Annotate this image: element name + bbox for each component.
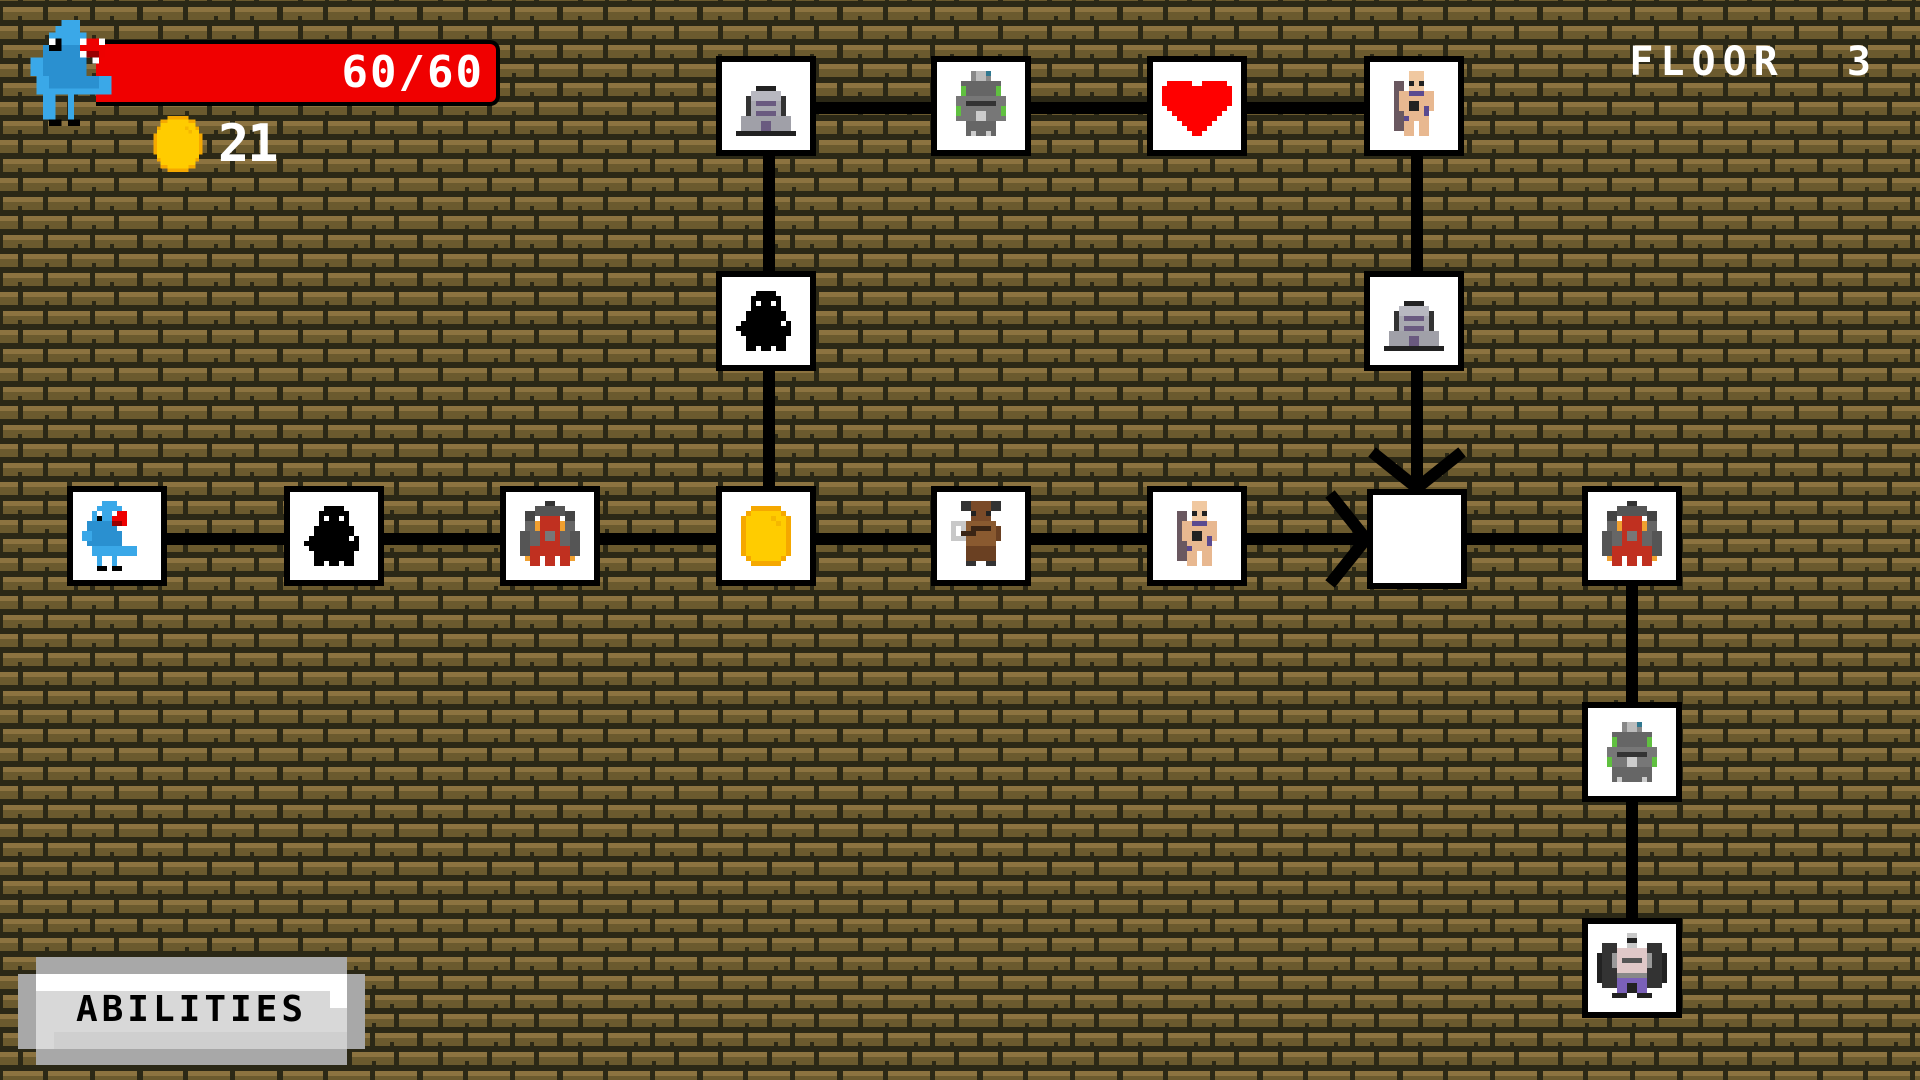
mossy-stone-golem-icon bbox=[1607, 722, 1657, 782]
winged-gargoyle-boss-icon bbox=[1597, 933, 1667, 998]
map-node-bald-brute-1[interactable] bbox=[1147, 486, 1247, 586]
abilities-button[interactable]: ABILITIES bbox=[18, 957, 365, 1065]
blue-shark-dino-icon bbox=[82, 501, 137, 571]
fire-demon-icon bbox=[1602, 501, 1662, 566]
map-node-current-position[interactable] bbox=[1367, 489, 1467, 589]
map-node-gray-golem-1[interactable] bbox=[716, 56, 816, 156]
abilities-label: ABILITIES bbox=[75, 989, 308, 1030]
gray-hooded-golem-icon bbox=[736, 86, 796, 136]
heart-icon bbox=[1162, 81, 1232, 136]
health-bar: 60/60 bbox=[96, 40, 500, 106]
button-shade bbox=[54, 1032, 347, 1049]
map-node-gray-golem-2[interactable] bbox=[1364, 271, 1464, 371]
mossy-stone-golem-icon bbox=[956, 71, 1006, 136]
button-highlight bbox=[36, 974, 347, 991]
map-node-heal-heart[interactable] bbox=[1147, 56, 1247, 156]
floor-indicator: FLOOR 3 bbox=[1629, 39, 1878, 85]
map-node-fire-demon-1[interactable] bbox=[500, 486, 600, 586]
map-node-treasure-coin[interactable] bbox=[716, 486, 816, 586]
gray-hooded-golem-icon bbox=[1384, 301, 1444, 351]
map-node-stone-golem-2[interactable] bbox=[1582, 702, 1682, 802]
health-text: 60/60 bbox=[341, 47, 484, 98]
map-node-fire-demon-2[interactable] bbox=[1582, 486, 1682, 586]
map-node-unknown-2[interactable] bbox=[716, 271, 816, 371]
map-node-boss-gargoyle[interactable] bbox=[1582, 918, 1682, 1018]
fire-demon-icon bbox=[520, 501, 580, 566]
blue-shark-dino-icon bbox=[30, 20, 112, 126]
shadow-silhouette-icon bbox=[304, 506, 359, 566]
gold-coin-icon bbox=[153, 116, 203, 172]
map-node-player-start[interactable] bbox=[67, 486, 167, 586]
player-portrait bbox=[24, 20, 124, 132]
map-node-stone-golem-1[interactable] bbox=[931, 56, 1031, 156]
map-node-unknown-1[interactable] bbox=[284, 486, 384, 586]
bald-brute-icon bbox=[1394, 71, 1434, 136]
bald-brute-icon bbox=[1177, 501, 1217, 566]
map-node-minotaur[interactable] bbox=[931, 486, 1031, 586]
map-node-bald-brute-2[interactable] bbox=[1364, 56, 1464, 156]
shadow-silhouette-icon bbox=[736, 291, 791, 351]
coin-count: 21 bbox=[218, 114, 279, 174]
coin-icon bbox=[150, 116, 206, 172]
gold-coin-icon bbox=[741, 506, 791, 566]
minotaur-axe-icon bbox=[951, 501, 1001, 566]
button-highlight bbox=[330, 991, 347, 1008]
